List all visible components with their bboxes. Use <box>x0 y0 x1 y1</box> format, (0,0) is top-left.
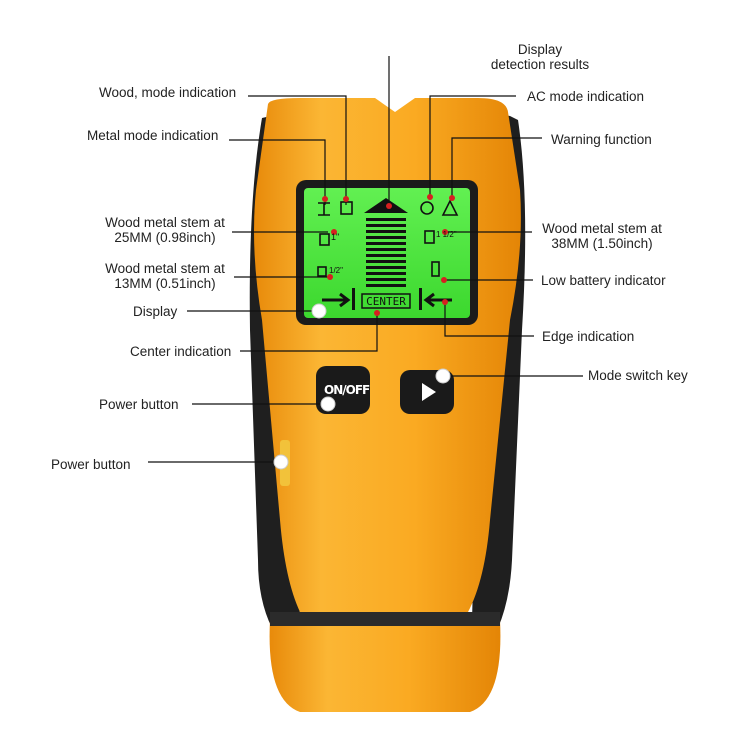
center-text: CENTER <box>366 295 406 308</box>
label-stem-13mm: Wood metal stem at 13MM (0.51inch) <box>105 261 225 291</box>
on-off-label: ON/OFF <box>324 383 370 397</box>
label-warning: Warning function <box>551 132 652 147</box>
device-body <box>254 98 521 612</box>
label-stem-38mm: Wood metal stem at 38MM (1.50inch) <box>542 221 662 251</box>
lcd-label-25mm: 1" <box>331 232 340 242</box>
device-base <box>269 620 501 712</box>
label-display: Display <box>133 304 178 319</box>
label-stem-25mm: Wood metal stem at 25MM (0.98inch) <box>105 215 225 245</box>
label-power-side: Power button <box>51 457 131 472</box>
label-wood-mode: Wood, mode indication <box>99 85 237 100</box>
label-low-battery: Low battery indicator <box>541 273 666 288</box>
label-edge: Edge indication <box>542 329 635 344</box>
label-metal-mode: Metal mode indication <box>87 128 219 143</box>
lcd-label-38mm: 1 1/2" <box>436 230 457 239</box>
detection-bars <box>366 218 406 287</box>
label-power-front: Power button <box>99 397 179 412</box>
label-mode-switch: Mode switch key <box>588 368 688 383</box>
lcd-screen <box>304 188 470 318</box>
label-display-results: Display detection results <box>490 42 590 72</box>
lcd-label-13mm: 1/2" <box>329 266 343 275</box>
label-ac-mode: AC mode indication <box>527 89 645 104</box>
mode-switch-button[interactable] <box>402 372 452 414</box>
label-center: Center indication <box>130 344 232 359</box>
